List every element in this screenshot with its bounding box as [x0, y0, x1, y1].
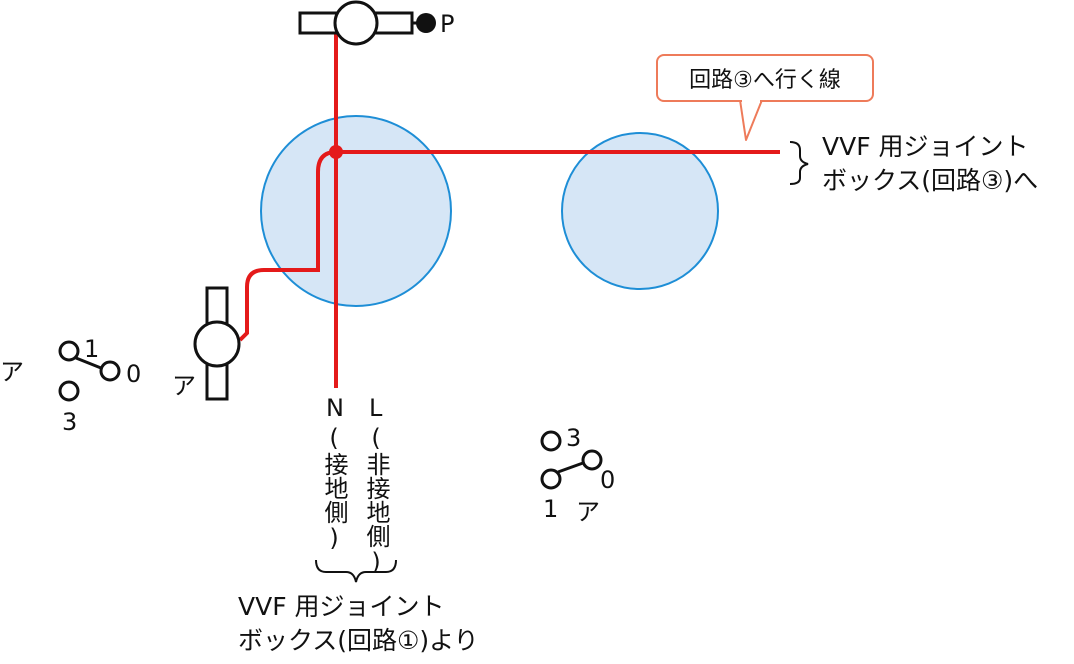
label-p: P	[440, 10, 455, 38]
label-sw-right-3: 3	[566, 424, 582, 452]
label-a-left: ア	[0, 358, 24, 386]
callout-text: 回路③へ行く線	[689, 68, 841, 93]
outlet-circle	[193, 320, 241, 368]
callout-seam	[742, 99, 760, 103]
switch-left-lever	[75, 356, 102, 370]
label-n-desc: (接地側)	[320, 424, 348, 552]
label-l: L	[369, 394, 383, 422]
switch-left-terminal-0	[99, 360, 121, 382]
wire-to-outlet	[238, 150, 337, 342]
switch-left-terminal-3	[58, 380, 80, 402]
switch-left-terminal-1	[58, 340, 80, 362]
label-bottom-line2: ボックス(回路①)より	[238, 626, 479, 655]
pilot-lamp-dot	[416, 13, 436, 33]
label-sw-right-1: 1	[543, 495, 559, 523]
label-right-line1: VVF 用ジョイント	[822, 132, 1029, 161]
switch-right-terminal-1	[540, 468, 562, 490]
label-l-desc: (非接地側)	[362, 424, 390, 576]
switch-right-lever	[557, 461, 584, 474]
label-sw-left-1: 1	[84, 335, 100, 363]
joint-box-left	[260, 115, 452, 307]
label-a-right: ア	[576, 498, 600, 526]
joint-box-right	[561, 132, 719, 290]
lamp-fixture-circle	[333, 0, 379, 46]
label-right-line2: ボックス(回路③)へ	[822, 166, 1039, 195]
label-bottom-line1: VVF 用ジョイント	[238, 592, 445, 621]
label-n: N	[326, 394, 344, 422]
switch-right-terminal-0	[581, 449, 603, 471]
switch-right-terminal-3	[540, 430, 562, 452]
right-brace	[789, 141, 809, 185]
wire-junction-dot	[329, 145, 343, 159]
label-a-outlet: ア	[172, 372, 196, 400]
callout-circuit-3-wire: 回路③へ行く線	[656, 54, 874, 102]
label-sw-right-0: 0	[600, 466, 616, 494]
label-sw-left-3: 3	[62, 408, 78, 436]
label-sw-left-0: 0	[126, 360, 142, 388]
bottom-brace	[315, 559, 397, 583]
callout-pointer	[739, 99, 763, 141]
